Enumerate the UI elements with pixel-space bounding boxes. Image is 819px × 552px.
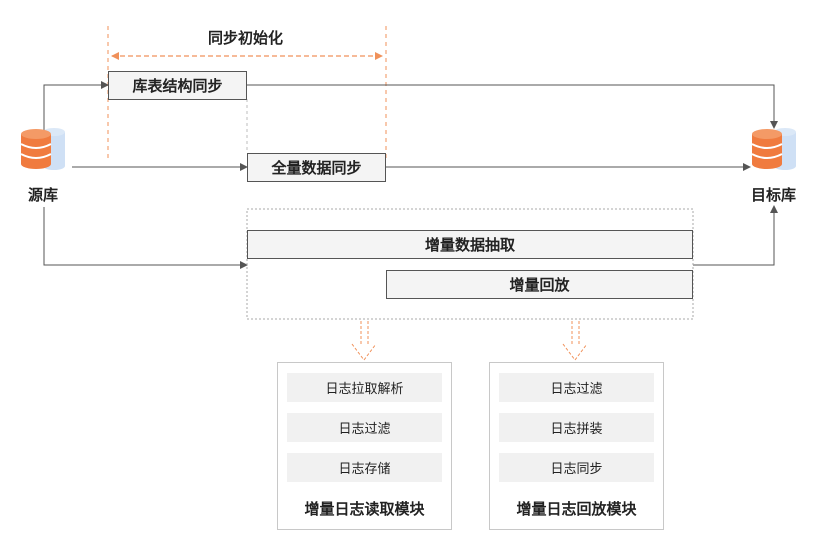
down-arrow-replay [562, 321, 588, 361]
module-item: 日志拉取解析 [287, 373, 442, 402]
incremental-replay-box: 增量回放 [386, 270, 693, 299]
target-database-label: 目标库 [751, 186, 797, 204]
module-title: 增量日志回放模块 [516, 500, 637, 518]
module-item: 日志拼装 [499, 413, 654, 442]
flow-source-to-schema [43, 81, 109, 130]
source-database-icon [20, 128, 65, 170]
module-item: 日志存储 [287, 453, 442, 482]
full-sync-box: 全量数据同步 [247, 153, 386, 182]
flow-source-to-incr [43, 207, 248, 269]
flow-incr-to-target [693, 205, 778, 266]
log-replay-module: 日志过滤 日志拼装 日志同步 增量日志回放模块 [489, 362, 664, 530]
init-phase-label: 同步初始化 [208, 29, 284, 47]
incremental-container [246, 208, 694, 320]
module-item: 日志过滤 [499, 373, 654, 402]
down-arrow-read [351, 321, 377, 361]
source-database-label: 源库 [28, 186, 59, 204]
incremental-extract-box: 增量数据抽取 [247, 230, 693, 259]
flow-schema-to-target [247, 84, 778, 129]
module-item: 日志过滤 [287, 413, 442, 442]
schema-sync-box: 库表结构同步 [108, 71, 247, 100]
log-read-module: 日志拉取解析 日志过滤 日志存储 增量日志读取模块 [277, 362, 452, 530]
target-database-icon [751, 128, 796, 170]
module-title: 增量日志读取模块 [304, 500, 425, 518]
module-item: 日志同步 [499, 453, 654, 482]
